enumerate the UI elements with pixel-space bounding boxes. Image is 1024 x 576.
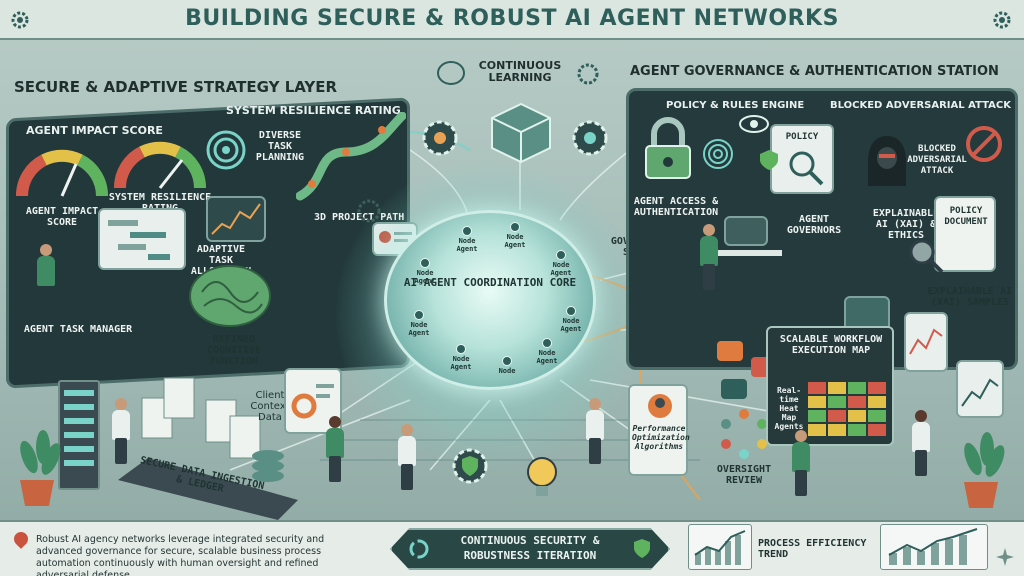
sparkle-icon (996, 548, 1014, 566)
diverse-task-label: DIVERSE TASK PLANNING (255, 130, 305, 163)
oversight-review-wheel (721, 409, 767, 459)
refined-cognitive-label: REFINED COGNITIVE FUNCTION (206, 334, 262, 367)
policy-card-label: POLICY (785, 132, 819, 142)
oversight-label: OVERSIGHT REVIEW (716, 464, 772, 486)
blocked-attack-small-label: BLOCKED ADVERSARIAL ATTACK (907, 144, 967, 176)
xai-samples-label: EXPLAINABLE AI (XAI) SAMPLES (927, 286, 1013, 308)
policy-document: POLICY DOCUMENT (934, 196, 996, 272)
laptop-user (392, 424, 422, 494)
magnifier-icon (909, 239, 944, 274)
fingerprint-icon (703, 139, 733, 169)
blocked-sign-icon (966, 126, 1002, 162)
agent-governors-label: AGENT GOVERNORS (786, 214, 842, 236)
core-title: AI AGENT COORDINATION CORE (403, 276, 577, 289)
gear-large-icon (422, 120, 458, 156)
trend-label: PROCESS EFFICIENCY TREND (758, 538, 867, 560)
iteration-shield-icon (634, 539, 650, 558)
ingestion-operator (106, 398, 136, 468)
shield-gear-icon (452, 448, 488, 484)
analyst-person (320, 416, 350, 486)
agent-impact-gauge (15, 149, 109, 197)
far-right-chart-panel (956, 360, 1004, 418)
policy-card: POLICY (770, 124, 834, 194)
continuous-learning-label: CONTINUOUS LEARNING (478, 59, 562, 84)
like-icon (721, 379, 747, 399)
xai-ethics-label: EXPLAINABLE AI (XAI) & ETHICS (872, 208, 940, 241)
policy-document-label: POLICY DOCUMENT (944, 206, 988, 227)
tools-gear-icon (572, 120, 608, 156)
blocked-attack-heading: BLOCKED ADVERSARIAL ATTACK (830, 100, 1011, 111)
governance-workstation-monitor (724, 216, 768, 246)
client-context-label: Client Context Data (250, 390, 290, 423)
spiral-target-icon (206, 130, 246, 170)
title-band (0, 0, 1024, 40)
lightbulb-gear-icon (527, 457, 557, 496)
node-agent-9: Node (492, 356, 522, 378)
iteration-label: CONTINUOUS SECURITY & ROBUSTNESS ITERATI… (460, 534, 600, 562)
right-plant-pot (964, 482, 998, 508)
project-path-label: 3D PROJECT PATH (314, 212, 405, 223)
coordination-core-sphere (384, 210, 596, 390)
workflow-map-label: SCALABLE WORKFLOW EXECUTION MAP (779, 334, 883, 356)
workflow-map-screen: SCALABLE WORKFLOW EXECUTION MAP Real-tim… (766, 326, 894, 446)
learning-brain-icon (437, 61, 465, 85)
cognitive-brain-icon (189, 265, 271, 327)
shield-check-icon (760, 150, 778, 170)
task-manager-person (26, 244, 66, 314)
server-rack-icon (58, 380, 100, 490)
trend-chart-screen (206, 196, 266, 242)
governance-station-heading: AGENT GOVERNANCE & AUTHENTICATION STATIO… (630, 64, 999, 79)
hooded-attacker-icon (868, 136, 906, 186)
right-chart-panel (904, 312, 948, 372)
page-title: BUILDING SECURE & ROBUST AI AGENT NETWOR… (185, 6, 839, 31)
learning-gear-icon (577, 63, 599, 85)
agent-task-manager-label: AGENT TASK MANAGER (23, 324, 133, 335)
eye-icon (739, 115, 769, 133)
thumbs-up-icon (717, 341, 743, 361)
core-engineer (580, 398, 610, 468)
heatmap-label: Real-time Heat Map Agents (774, 386, 804, 431)
strategy-layer-heading: SECURE & ADAPTIVE STRATEGY LAYER (14, 78, 338, 96)
summary-description: Robust AI agency networks leverage integ… (36, 534, 325, 576)
governance-operator (694, 224, 724, 294)
system-resilience-heading: SYSTEM RESILIENCE RATING (226, 104, 401, 117)
agent-access-label: AGENT ACCESS & AUTHENTICATION (633, 196, 719, 218)
ingestion-conveyor (118, 377, 298, 520)
project-path-graphic (296, 112, 406, 201)
data-cube-icon (491, 102, 551, 164)
cycle-icon (409, 539, 429, 559)
task-allocation-screen (98, 208, 186, 270)
tablet-reviewer (906, 410, 936, 480)
system-resilience-gauge (113, 141, 207, 189)
agent-impact-heading: AGENT IMPACT SCORE (26, 124, 163, 137)
iteration-banner (390, 528, 670, 570)
workstation-desk (716, 250, 782, 256)
trend-chart-left (688, 524, 752, 570)
trend-chart-right (880, 524, 988, 570)
workflow-analyst (786, 430, 816, 500)
top-right-gear-icon (990, 8, 1014, 36)
top-left-gear-icon (8, 8, 32, 36)
left-plant-pot (20, 480, 54, 506)
performance-label: Performance Optimization Algorithms (632, 424, 690, 451)
performance-card: Performance Optimization Algorithms (628, 384, 690, 476)
padlock-icon (645, 117, 691, 179)
gauge-agent-impact-label: AGENT IMPACT SCORE (25, 206, 99, 228)
policy-engine-heading: POLICY & RULES ENGINE (666, 100, 805, 111)
